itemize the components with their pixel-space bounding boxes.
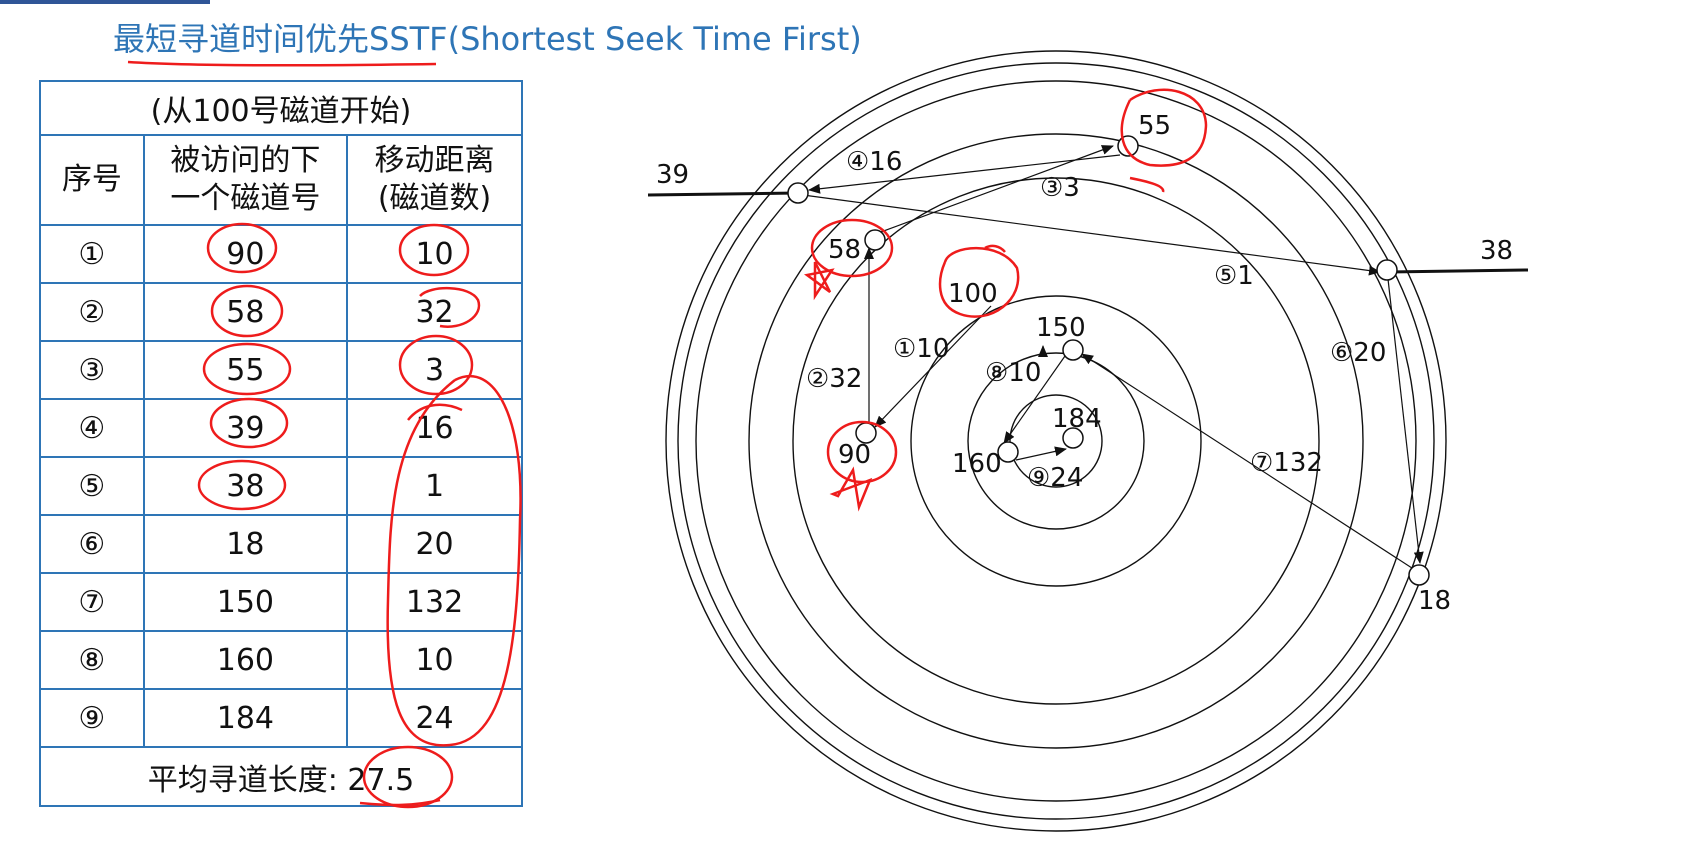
label-step-5: ⑤1 <box>1214 261 1254 291</box>
row-track: 160 <box>142 630 349 690</box>
row-seq: ③ <box>39 340 145 400</box>
diagram-annotations <box>803 88 1208 512</box>
track-39-line <box>647 191 799 197</box>
node-58 <box>864 229 886 251</box>
seek-arrow-7 <box>1081 353 1416 571</box>
seek-arrow-1 <box>874 305 992 428</box>
row-seq: ⑥ <box>39 514 145 574</box>
table-row: ⑥ 18 20 <box>39 514 523 574</box>
row-seq: ⑨ <box>39 688 145 748</box>
node-150 <box>1062 339 1084 361</box>
header-next-track-line1: 被访问的下 <box>170 143 321 178</box>
seek-paths <box>802 145 1424 571</box>
header-distance-line2: (磁道数) <box>377 181 492 216</box>
header-next-track-line2: 一个磁道号 <box>170 181 321 216</box>
label-track-18: 18 <box>1418 586 1451 616</box>
row-distance: 132 <box>346 572 523 632</box>
page-title: 最短寻道时间优先SSTF(Shortest Seek Time First) <box>113 20 862 58</box>
node-38 <box>1376 259 1398 281</box>
label-track-100: 100 <box>948 279 998 309</box>
label-track-58: 58 <box>828 235 861 265</box>
row-track: 38 <box>142 456 349 516</box>
node-18 <box>1408 564 1430 586</box>
label-step-7: ⑦132 <box>1250 448 1323 478</box>
track-nodes <box>787 135 1430 586</box>
row-distance: 20 <box>346 514 523 574</box>
label-step-4: ④16 <box>846 147 902 177</box>
top-accent-bar <box>0 0 210 4</box>
row-distance: 24 <box>346 688 523 748</box>
node-184 <box>1062 427 1084 449</box>
seek-arrow-4 <box>808 154 1121 194</box>
row-track: 184 <box>142 688 349 748</box>
row-seq: ④ <box>39 398 145 458</box>
header-next-track: 被访问的下 一个磁道号 <box>142 134 349 226</box>
label-step-9: ⑨24 <box>1027 463 1083 493</box>
label-step-6: ⑥20 <box>1330 338 1386 368</box>
seek-arrow-8 <box>1003 355 1066 444</box>
row-seq: ⑦ <box>39 572 145 632</box>
table-row: ⑤ 38 1 <box>39 456 523 516</box>
table-caption: (从100号磁道开始) <box>39 80 523 136</box>
label-step-1: ①10 <box>893 334 949 364</box>
seek-arrow-5 <box>802 194 1381 276</box>
label-track-38: 38 <box>1480 236 1513 266</box>
table-row: ② 58 32 <box>39 282 523 342</box>
row-seq: ⑤ <box>39 456 145 516</box>
label-track-90: 90 <box>838 440 871 470</box>
row-track: 90 <box>142 224 349 284</box>
row-seq: ① <box>39 224 145 284</box>
row-seq: ② <box>39 282 145 342</box>
table-row: ⑨ 184 24 <box>39 688 523 748</box>
row-track: 58 <box>142 282 349 342</box>
row-distance: 1 <box>346 456 523 516</box>
label-track-184: 184 <box>1052 404 1102 434</box>
node-39 <box>787 182 809 204</box>
row-track: 150 <box>142 572 349 632</box>
label-track-39: 39 <box>656 160 689 190</box>
track-38-line <box>1385 268 1529 274</box>
label-step-3: ③3 <box>1040 173 1080 203</box>
track-labels: 39 38 55 58 100 150 184 160 90 18 <box>656 111 1513 616</box>
header-distance-line1: 移动距离 <box>374 143 495 178</box>
header-seq: 序号 <box>39 134 145 226</box>
row-seq: ⑧ <box>39 630 145 690</box>
label-step-8: ⑧10 <box>985 358 1041 388</box>
seek-arrow-6 <box>1387 278 1424 564</box>
step-labels: ①10 ②32 ③3 ④16 ⑤1 ⑥20 ⑦132 ⑧10 ⑨24 <box>806 147 1386 493</box>
table-row: ⑧ 160 10 <box>39 630 523 690</box>
average-value: 27.5 <box>347 762 415 798</box>
track-circles <box>665 50 1447 832</box>
row-track: 18 <box>142 514 349 574</box>
label-track-160: 160 <box>952 449 1002 479</box>
node-160 <box>997 441 1019 463</box>
table-row: ⑦ 150 132 <box>39 572 523 632</box>
label-track-150: 150 <box>1036 313 1086 343</box>
seek-arrow-9 <box>1015 446 1067 461</box>
label-step-2: ②32 <box>806 364 862 394</box>
label-track-55: 55 <box>1138 111 1171 141</box>
average-label: 平均寻道长度: <box>147 762 338 798</box>
row-distance: 32 <box>346 282 523 342</box>
row-distance: 10 <box>346 630 523 690</box>
